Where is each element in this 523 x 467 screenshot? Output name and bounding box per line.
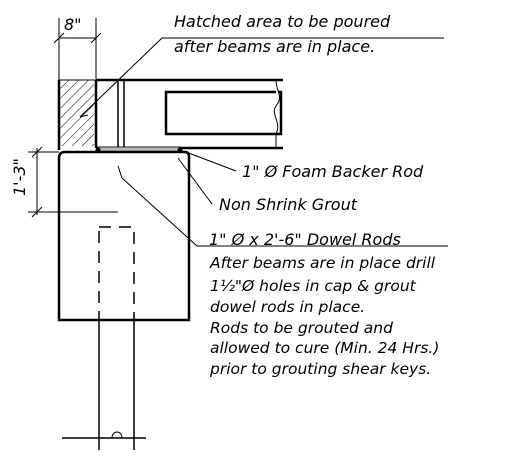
beam [94, 78, 283, 150]
dim-tick-right [90, 32, 102, 44]
dowel-note: 1" Ø x 2'-6" Dowel Rods [209, 230, 401, 249]
width-dimension-text: 8" [64, 15, 82, 34]
height-dimension: 1'-3" [10, 146, 118, 218]
height-dimension-text: 1'-3" [10, 158, 29, 196]
drill-note-line2: 1½"Ø holes in cap & grout [210, 277, 417, 295]
foam-note: 1" Ø Foam Backer Rod [242, 162, 424, 181]
grout-note: Non Shrink Grout [219, 195, 358, 214]
drill-note-line3: dowel rods in place. [210, 298, 365, 316]
dowel-hole-dashed [98, 226, 135, 321]
hatch-fill [59, 80, 94, 146]
drill-note-line5: allowed to cure (Min. 24 Hrs.) [210, 339, 439, 357]
leaders [79, 37, 448, 247]
dim-tick-left [53, 32, 65, 44]
dowel-leader-arrow [117, 165, 123, 179]
drill-note-line1: After beams are in place drill [209, 254, 436, 272]
width-dimension: 8" [53, 15, 102, 80]
drill-note-line4: Rods to be grouted and [210, 319, 393, 337]
grout-leader [177, 157, 213, 205]
foam-leader [185, 151, 237, 172]
beam-void [164, 90, 283, 136]
hatched-leader-arrow-a [79, 114, 89, 118]
hatched-leader [79, 37, 444, 118]
hatched-note-line1: Hatched area to be poured [174, 12, 391, 31]
beam-break-line [273, 79, 281, 148]
pile-cap [57, 150, 191, 322]
hdim-tick-top [31, 146, 43, 158]
dowel-leader [121, 177, 448, 247]
cap-outline [57, 150, 191, 322]
hdim-tick-bottom [31, 206, 43, 218]
hatched-note-line2: after beams are in place. [174, 37, 375, 56]
pile-break-symbol [111, 431, 123, 439]
pile [62, 320, 146, 450]
drill-note-line6: prior to grouting shear keys. [209, 360, 431, 378]
hatched-area [57, 79, 95, 150]
